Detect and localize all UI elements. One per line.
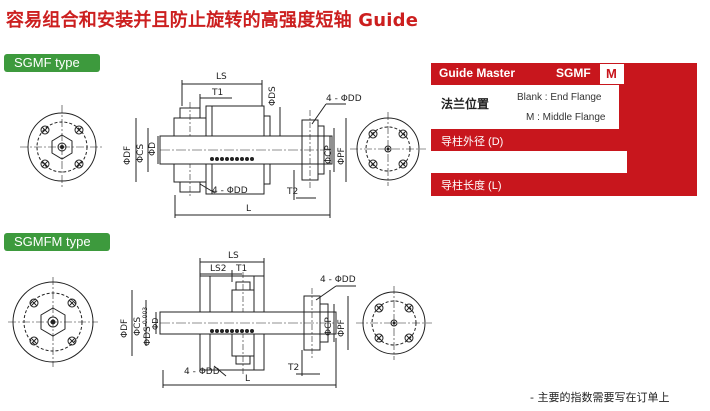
guide-diameter-row: 导柱外径 (D) bbox=[431, 129, 697, 151]
sgmf-left-bolt-holes bbox=[40, 125, 84, 169]
sgmfm-label-cp: ΦCP bbox=[324, 317, 334, 336]
sgmfm-label-t1: T1 bbox=[235, 264, 247, 274]
sgmf-side-view bbox=[135, 80, 347, 218]
order-code-table: Guide Master SGMF M 法兰位置 Blank : End Fla… bbox=[431, 63, 697, 196]
guide-master-label: Guide Master bbox=[439, 66, 516, 80]
flange-option-blank: Blank : End Flange bbox=[517, 92, 602, 103]
model-code: SGMF bbox=[556, 66, 591, 80]
sgmfm-label-cs: ΦCS bbox=[133, 317, 143, 336]
sgmfm-label-ds: ΦDS-0.003 bbox=[142, 307, 153, 346]
sgmf-label-pf: ΦPF bbox=[337, 147, 347, 165]
sgmf-label-t2: T2 bbox=[286, 187, 298, 197]
sgmfm-right-flange-view bbox=[356, 286, 432, 360]
sgmfm-label-dd-top: 4 - ΦDD bbox=[320, 275, 356, 285]
header-pad bbox=[625, 63, 697, 85]
sgmfm-label-t2: T2 bbox=[287, 363, 299, 373]
sgmf-left-flange-view bbox=[20, 105, 104, 189]
sgmf-label-l: L bbox=[246, 204, 251, 214]
sgmf-label-cs: ΦCS bbox=[136, 144, 146, 163]
sgmf-right-flange-view bbox=[350, 112, 426, 186]
table-gap bbox=[431, 151, 627, 173]
connector-bar-1 bbox=[619, 85, 697, 129]
sgmfm-label-d: ΦD bbox=[151, 318, 160, 330]
sgmfm-label-df: ΦDF bbox=[120, 319, 130, 338]
flange-position-label: 法兰位置 bbox=[441, 97, 490, 111]
option-code-box: M bbox=[599, 63, 625, 85]
sgmfm-label-ls: LS bbox=[228, 251, 239, 261]
sgmfm-label-ds-main: ΦDS bbox=[143, 326, 153, 346]
sgmf-label-dd-top: 4 - ΦDD bbox=[326, 94, 362, 104]
sgmf-label-ds: ΦDS bbox=[268, 86, 278, 106]
type-tag-sgmfm: SGMFM type bbox=[4, 233, 110, 251]
sgmfm-label-pf: ΦPF bbox=[337, 319, 347, 337]
sgmf-label-t1: T1 bbox=[211, 88, 223, 98]
guide-diameter-label: 导柱外径 (D) bbox=[441, 136, 504, 148]
sgmf-label-cp: ΦCP bbox=[324, 145, 334, 164]
sgmf-label-d: ΦD bbox=[148, 142, 158, 156]
sgmfm-label-l: L bbox=[245, 374, 250, 384]
sgmf-label-dd-bottom: 4 - ΦDD bbox=[212, 186, 248, 196]
sgmfm-label-dd-bottom: 4 - ΦDD bbox=[184, 367, 220, 377]
guide-length-label: 导柱长度 (L) bbox=[441, 180, 502, 192]
sgmf-label-df: ΦDF bbox=[123, 146, 133, 165]
flange-position-row: 法兰位置 Blank : End Flange M : Middle Flang… bbox=[431, 85, 619, 129]
page-title: 容易组合和安装并且防止旋转的高强度短轴 Guide bbox=[6, 10, 419, 31]
sgmf-label-ls: LS bbox=[216, 72, 227, 82]
sgmfm-label-ds-tol: -0.003 bbox=[142, 307, 149, 327]
footnote: - 主要的指数需要写在订单上 bbox=[530, 391, 670, 404]
sgmfm-label-ls2: LS2 bbox=[210, 264, 226, 274]
connector-bar-2 bbox=[627, 151, 697, 173]
guide-length-row: 导柱长度 (L) bbox=[431, 173, 697, 196]
sgmfm-left-flange-view bbox=[8, 277, 98, 367]
flange-option-m: M : Middle Flange bbox=[526, 112, 606, 123]
sgmfm-side-view bbox=[131, 258, 356, 388]
type-tag-sgmf: SGMF type bbox=[4, 54, 100, 72]
option-code: M bbox=[606, 66, 617, 81]
